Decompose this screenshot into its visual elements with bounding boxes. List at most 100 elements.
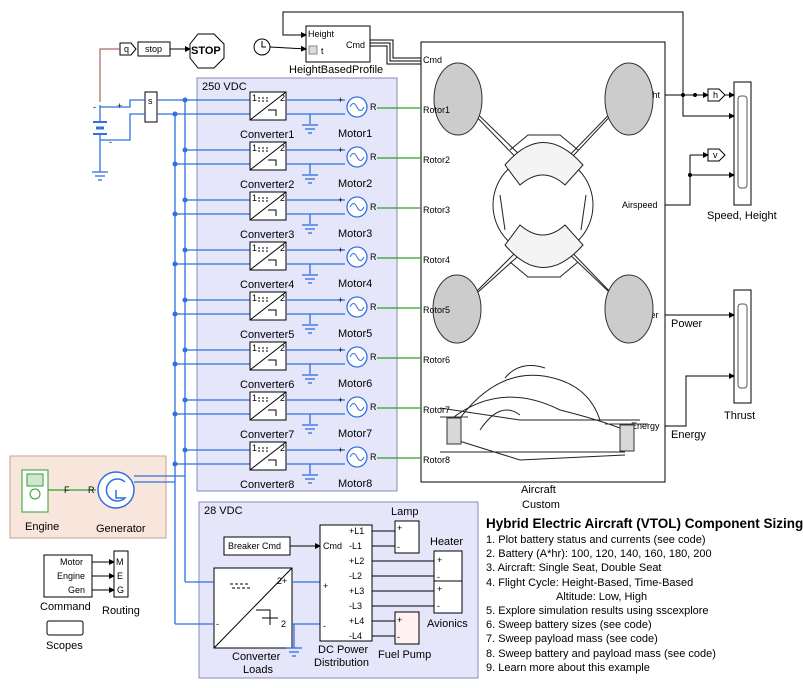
notes-link-4b[interactable]: Altitude: Low, High <box>556 590 648 603</box>
generator-label: Generator <box>96 523 146 535</box>
motor-port-r: R <box>370 252 377 262</box>
notes-link-1[interactable]: 1. Plot battery status and currents (see… <box>486 534 706 546</box>
converter-port-1: 1 <box>252 243 257 253</box>
vdc250-label: 250 VDC <box>202 81 247 93</box>
rotor-port-8: Rotor8 <box>423 455 450 465</box>
gen-port-f: F <box>64 485 70 495</box>
example-notes: Hybrid Electric Aircraft (VTOL) Componen… <box>486 515 803 675</box>
rotor-disc-3 <box>432 274 482 344</box>
notes-link-2[interactable]: 2. Battery (A*hr): 100, 120, 140, 160, 1… <box>486 548 712 561</box>
converter-port-1: 1 <box>252 293 257 303</box>
cl-in-neg: - <box>216 619 219 629</box>
energy-line-label: Energy <box>671 429 706 441</box>
motor-port-r: R <box>370 152 377 162</box>
vdc250-area[interactable] <box>196 77 398 492</box>
dcpd-plus: + <box>323 581 328 591</box>
motor-plus: + <box>338 295 343 305</box>
converter-label-2: Converter2 <box>240 179 294 191</box>
notes-link-7[interactable]: 7. Sweep payload mass (see code) <box>486 633 658 646</box>
converter-label-4: Converter4 <box>240 279 294 291</box>
routing-row-3: G <box>117 585 124 595</box>
stop-block[interactable] <box>189 33 225 69</box>
motor-port-r: R <box>370 452 377 462</box>
battery-icon[interactable] <box>92 105 108 181</box>
fuel-pump-block[interactable] <box>394 611 420 645</box>
stop-label: STOP <box>191 45 221 57</box>
converter-label-8: Converter8 <box>240 479 294 491</box>
rotor-pod-left <box>446 417 462 445</box>
command-row-2: Engine <box>57 571 85 581</box>
goto-h-label: h <box>713 90 718 100</box>
notes-link-6[interactable]: 6. Sweep battery sizes (see code) <box>486 619 652 632</box>
heater-block[interactable] <box>433 550 463 584</box>
converter-port-2: 2 <box>280 193 285 203</box>
notes-link-9[interactable]: 9. Learn more about this example <box>486 661 650 674</box>
motor-plus: + <box>338 245 343 255</box>
dcpd-port-8: -L4 <box>349 631 362 641</box>
rotor-pod-right <box>619 424 635 452</box>
notes-link-4[interactable]: 4. Flight Cycle: Height-Based, Time-Base… <box>486 576 694 589</box>
aircraft-port-airspeed: Airspeed <box>622 200 658 210</box>
motor-plus: + <box>338 445 343 455</box>
converter-port-1: 1 <box>252 193 257 203</box>
fuel-pump-minus: - <box>397 632 400 642</box>
dc-power-distribution-block[interactable] <box>319 524 373 642</box>
vdc28-label: 28 VDC <box>204 505 243 517</box>
converter-port-2: 2 <box>280 143 285 153</box>
cl-out-pos: 2+ <box>277 576 287 586</box>
notes-link-3[interactable]: 3. Aircraft: Single Seat, Double Seat <box>486 562 662 575</box>
dcpd-name2: Distribution <box>314 657 369 669</box>
avionics-block[interactable] <box>433 580 463 614</box>
command-row-1: Motor <box>60 557 83 567</box>
motor-label-5: Motor5 <box>338 328 372 340</box>
converter-port-1: 1 <box>252 443 257 453</box>
converter-label-6: Converter6 <box>240 379 294 391</box>
fuel-pump-plus: + <box>397 615 402 625</box>
routing-block[interactable] <box>113 550 129 598</box>
goto-v[interactable] <box>707 148 726 162</box>
current-sensor[interactable] <box>144 91 158 123</box>
motor-plus: + <box>338 345 343 355</box>
routing-label: Routing <box>102 605 140 617</box>
converter-loads-label1: Converter <box>232 651 281 663</box>
dcpd-cmd: Cmd <box>323 541 342 551</box>
avionics-label: Avionics <box>427 618 468 630</box>
notes-link-5[interactable]: 5. Explore simulation results using ssce… <box>486 605 709 618</box>
aircraft-name: Aircraft <box>521 484 556 496</box>
lamp-block[interactable] <box>394 520 420 554</box>
scopes-block[interactable] <box>46 620 84 636</box>
height-profile-in2-icon <box>308 45 318 55</box>
scope-thrust-label: Thrust <box>724 410 755 422</box>
motor-label-3: Motor3 <box>338 228 372 240</box>
converter-port-2: 2 <box>280 443 285 453</box>
dcpd-port-5: +L3 <box>349 586 364 596</box>
routing-row-1: M <box>116 557 124 567</box>
cl-out-neg: 2 <box>281 619 286 629</box>
lamp-label: Lamp <box>391 506 419 518</box>
motor-port-r: R <box>370 302 377 312</box>
height-profile-out: Cmd <box>346 40 365 50</box>
routing-row-2: E <box>117 571 123 581</box>
height-profile-block[interactable] <box>305 25 371 63</box>
converter-port-1: 1 <box>252 93 257 103</box>
command-label: Command <box>40 601 91 613</box>
height-profile-in2: t <box>321 46 324 56</box>
engine-crank-icon <box>29 488 41 500</box>
motor-label-6: Motor6 <box>338 378 372 390</box>
converter-port-1: 1 <box>252 393 257 403</box>
rotor-port-2: Rotor2 <box>423 155 450 165</box>
engine-cylinder-icon <box>26 473 44 487</box>
motor-label-8: Motor8 <box>338 478 372 490</box>
notes-link-8[interactable]: 8. Sweep battery and payload mass (see c… <box>486 647 716 660</box>
goto-h[interactable] <box>707 88 726 102</box>
motor-label-4: Motor4 <box>338 278 372 290</box>
motor-label-7: Motor7 <box>338 428 372 440</box>
from-q[interactable] <box>119 42 137 56</box>
from-q-label: q <box>124 44 129 54</box>
motor-plus: + <box>338 145 343 155</box>
